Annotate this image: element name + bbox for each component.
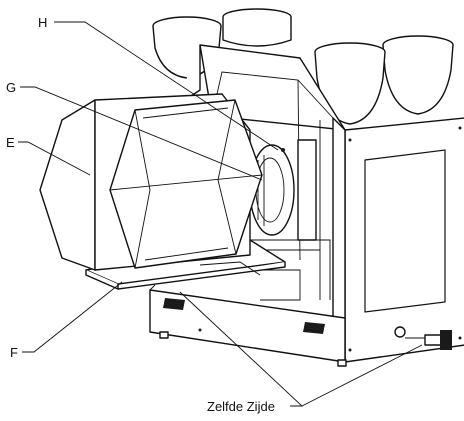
heat-exchanger [39, 93, 263, 271]
label-g: G [6, 80, 16, 95]
fan-assembly [249, 139, 317, 241]
housing [149, 44, 464, 367]
label-f: F [10, 345, 18, 360]
label-h: H [38, 15, 47, 30]
label-e: E [6, 135, 15, 150]
leader-lines [18, 21, 423, 407]
drain-connector [405, 330, 452, 350]
label-same-side: Zelfde Zijde [207, 399, 275, 414]
